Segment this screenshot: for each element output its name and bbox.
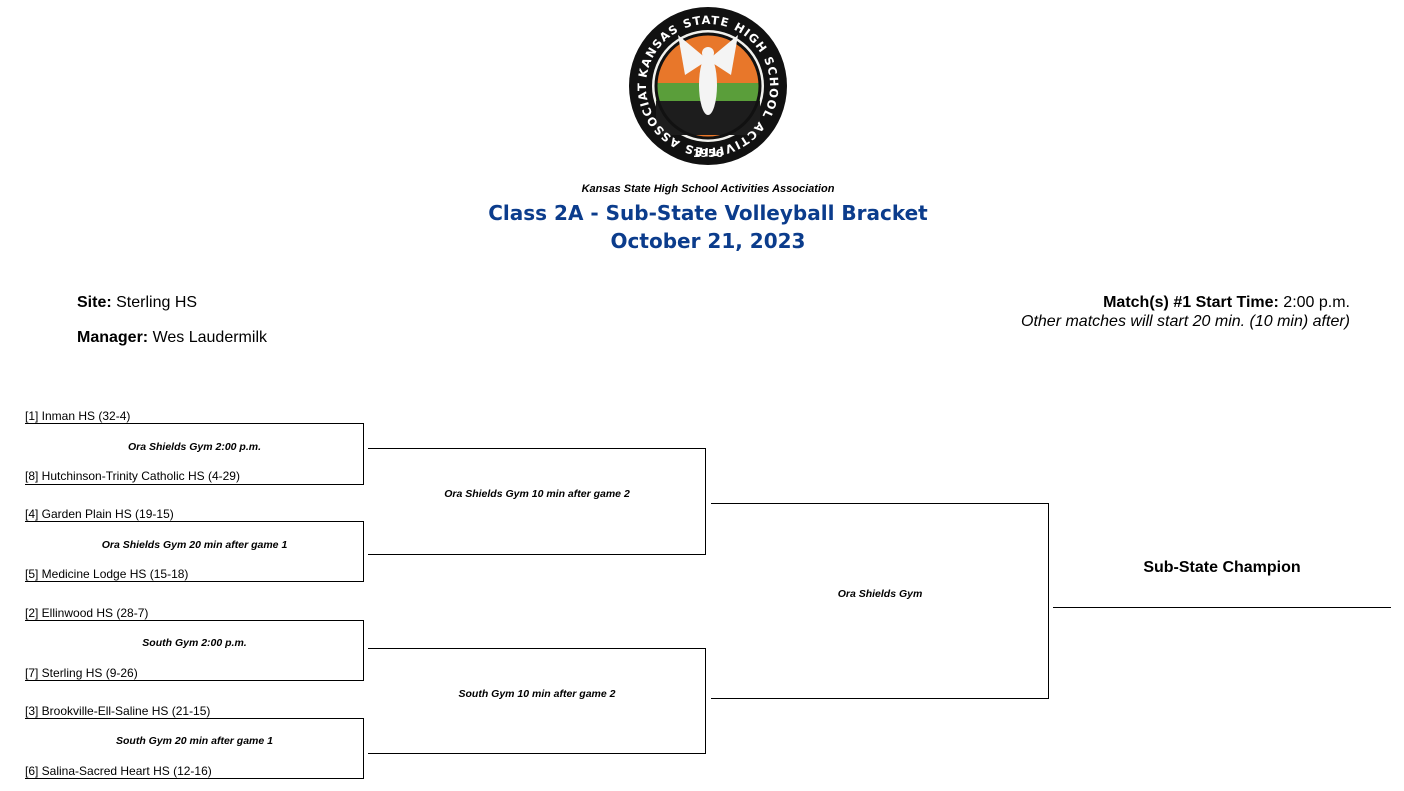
r2-line-top	[368, 648, 706, 649]
manager-label: Manager:	[77, 329, 149, 346]
khsaa-logo: KANSAS STATE HIGH SCHOOL ACTIVITIES ASSO…	[623, 5, 787, 165]
page-title: Class 2A - Sub-State Volleyball Bracket …	[0, 199, 1404, 255]
r2-line-top	[368, 448, 706, 449]
champion-line	[1053, 607, 1391, 608]
game-5-label: Ora Shields Gym 10 min after game 2	[444, 488, 630, 500]
team-5-medicine-lodge: [5] Medicine Lodge HS (15-18)	[25, 567, 189, 581]
r1-line-top	[25, 521, 364, 522]
site-value: Sterling HS	[116, 294, 198, 311]
site-info: Site: Sterling HS	[77, 294, 197, 312]
team-6-salina: [6] Salina-Sacred Heart HS (12-16)	[25, 764, 212, 778]
game-6-label: South Gym 10 min after game 2	[458, 688, 616, 700]
start-label: Match(s) #1 Start Time:	[1103, 294, 1279, 311]
final-line-top	[711, 503, 1049, 504]
r1-line-bottom	[25, 778, 364, 779]
game-3-label: South Gym 2:00 p.m.	[142, 637, 247, 649]
team-1-inman: [1] Inman HS (32-4)	[25, 409, 131, 423]
manager-info: Manager: Wes Laudermilk	[77, 329, 267, 347]
start-value: 2:00 p.m.	[1283, 294, 1350, 311]
r1-connector	[363, 718, 364, 778]
game-2-label: Ora Shields Gym 20 min after game 1	[101, 539, 288, 551]
site-label: Site:	[77, 294, 112, 311]
manager-value: Wes Laudermilk	[152, 329, 267, 346]
r1-line-top	[25, 620, 364, 621]
logo-year: 1956	[693, 147, 724, 160]
team-2-ellinwood: [2] Ellinwood HS (28-7)	[25, 606, 149, 620]
start-note: Other matches will start 20 min. (10 min…	[1021, 313, 1350, 330]
start-time-info: Match(s) #1 Start Time: 2:00 p.m.	[900, 294, 1350, 312]
game-4-label: South Gym 20 min after game 1	[116, 735, 273, 747]
r1-line-bottom	[25, 484, 364, 485]
r2-connector	[705, 648, 706, 753]
r1-line-top	[25, 423, 364, 424]
r1-connector	[363, 521, 364, 581]
r1-connector	[363, 423, 364, 484]
final-connector	[1048, 503, 1049, 698]
r1-line-bottom	[25, 680, 364, 681]
r2-connector	[705, 448, 706, 554]
team-4-garden-plain: [4] Garden Plain HS (19-15)	[25, 507, 174, 521]
r2-line-bottom	[368, 554, 706, 555]
r1-line-bottom	[25, 581, 364, 582]
r2-line-bottom	[368, 753, 706, 754]
r1-line-top	[25, 718, 364, 719]
final-line-bottom	[711, 698, 1049, 699]
final-game-label: Ora Shields Gym	[837, 588, 923, 600]
team-3-brookville: [3] Brookville-Ell-Saline HS (21-15)	[25, 704, 211, 718]
bracket-date: October 21, 2023	[610, 229, 806, 253]
team-7-sterling: [7] Sterling HS (9-26)	[25, 666, 138, 680]
team-8-hutchinson: [8] Hutchinson-Trinity Catholic HS (4-29…	[25, 469, 240, 483]
bracket-title: Class 2A - Sub-State Volleyball Bracket	[488, 201, 928, 225]
r1-connector	[363, 620, 364, 680]
organization-name: Kansas State High School Activities Asso…	[581, 183, 835, 195]
champion-label: Sub-State Champion	[1143, 559, 1301, 576]
game-1-label: Ora Shields Gym 2:00 p.m.	[127, 441, 262, 453]
